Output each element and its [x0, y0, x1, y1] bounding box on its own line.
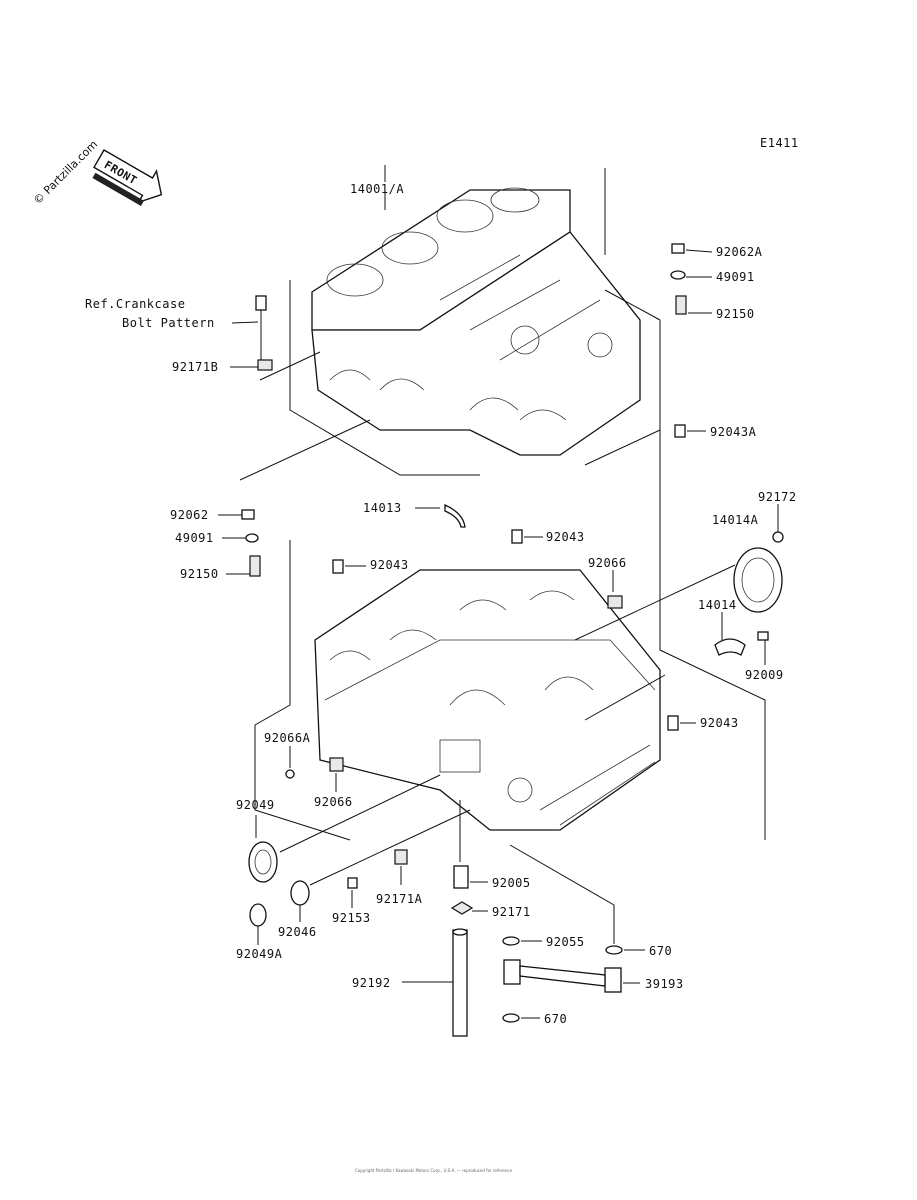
label-670-top: 670 — [649, 944, 672, 958]
label-14001A: 14001/A — [350, 182, 404, 196]
part-92062: 92062 — [170, 508, 255, 522]
part-92043-top: 92043 — [511, 529, 585, 544]
part-92043-right: 92043 — [584, 674, 739, 731]
label-670-bottom: 670 — [544, 1012, 567, 1026]
part-49091-top: 49091 — [670, 270, 755, 284]
part-92049A: 92049A — [236, 903, 283, 961]
label-49091-top: 49091 — [716, 270, 755, 284]
label-92066A: 92066A — [264, 731, 311, 745]
diagram-code: E1411 — [760, 136, 799, 150]
label-92153: 92153 — [332, 911, 371, 925]
lower-crankcase — [314, 569, 661, 831]
label-92043-right: 92043 — [700, 716, 739, 730]
part-92066: 92066 — [588, 556, 627, 609]
label-49091: 49091 — [175, 531, 214, 545]
label-92043A: 92043A — [710, 425, 757, 439]
part-92150-top: 92150 — [675, 295, 755, 321]
part-92062A: 92062A — [671, 243, 763, 259]
label-92046: 92046 — [278, 925, 317, 939]
watermark-text: © Partzilla.com — [31, 138, 100, 207]
part-92066A: 92066A — [264, 731, 311, 779]
label-92171: 92171 — [492, 905, 531, 919]
part-14014: 14014 — [698, 598, 746, 656]
part-92171B: 92171B — [172, 295, 273, 374]
label-92171A: 92171A — [376, 892, 423, 906]
part-92171A: 92171A — [376, 849, 423, 906]
ref-note-line-1: Ref.Crankcase — [85, 297, 185, 311]
label-92043-left: 92043 — [370, 558, 409, 572]
part-92150: 92150 — [180, 555, 261, 581]
label-39193: 39193 — [645, 977, 684, 991]
part-92153: 92153 — [332, 877, 371, 925]
guide-lines — [239, 165, 766, 841]
label-92049: 92049 — [236, 798, 275, 812]
label-14014A: 14014A — [712, 513, 759, 527]
part-670-top: 670 — [509, 844, 672, 958]
label-92171B: 92171B — [172, 360, 218, 374]
footer-copyright: Copyright Partzilla / Kawasaki Motors Co… — [355, 1168, 513, 1173]
part-92066-b: 92066 — [314, 757, 353, 809]
part-39193: 39193 — [503, 959, 684, 993]
label-92049A: 92049A — [236, 947, 283, 961]
ref-crankcase-note: Ref.Crankcase Bolt Pattern — [85, 297, 259, 330]
part-92172: 92172 — [758, 490, 797, 543]
label-92150: 92150 — [180, 567, 219, 581]
part-14014A: 14014A — [574, 513, 783, 641]
label-92066: 92066 — [588, 556, 627, 570]
label-92172: 92172 — [758, 490, 797, 504]
label-14013: 14013 — [363, 501, 402, 515]
label-92062A: 92062A — [716, 245, 763, 259]
part-92043-left: 92043 — [332, 558, 409, 574]
label-14014: 14014 — [698, 598, 737, 612]
front-arrow-icon: FRONT — [92, 149, 163, 206]
upper-crankcase — [311, 187, 641, 456]
part-92009: 92009 — [745, 631, 784, 682]
part-92055: 92055 — [502, 935, 585, 949]
label-92009: 92009 — [745, 668, 784, 682]
part-670-bottom: 670 — [502, 1012, 567, 1026]
part-92049: 92049 — [236, 774, 441, 883]
label-92192: 92192 — [352, 976, 391, 990]
label-92066-b: 92066 — [314, 795, 353, 809]
part-92043A: 92043A — [674, 424, 757, 439]
label-92150-top: 92150 — [716, 307, 755, 321]
part-92046: 92046 — [278, 809, 471, 939]
label-92062: 92062 — [170, 508, 209, 522]
label-92055: 92055 — [546, 935, 585, 949]
part-92171: 92171 — [450, 901, 531, 919]
part-49091: 49091 — [175, 531, 259, 545]
part-14013: 14013 — [363, 501, 466, 528]
part-92192: 92192 — [352, 928, 468, 1037]
label-92005: 92005 — [492, 876, 531, 890]
label-92043-top: 92043 — [546, 530, 585, 544]
part-92005: 92005 — [453, 800, 531, 890]
ref-note-line-2: Bolt Pattern — [122, 316, 215, 330]
